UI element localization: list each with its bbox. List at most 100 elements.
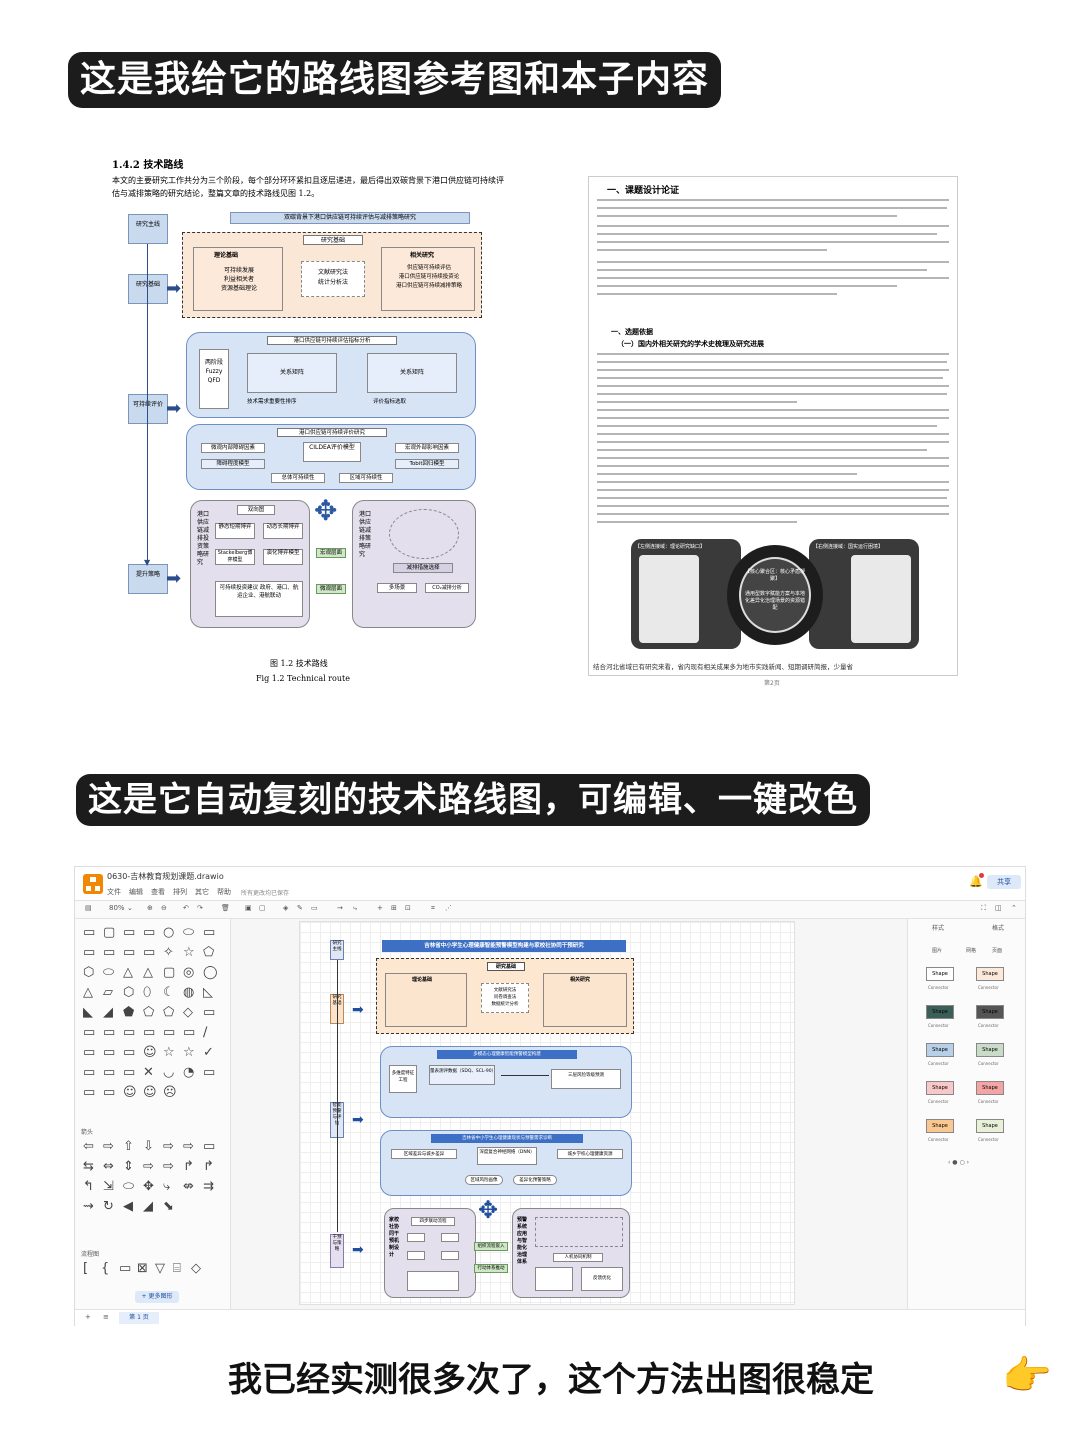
- shape-thumbnail[interactable]: ▭: [123, 945, 136, 960]
- shape-thumbnail[interactable]: ◺: [203, 985, 213, 1000]
- zoom-in-icon[interactable]: ⊕: [147, 904, 153, 912]
- level-tag[interactable]: 行动体系推动: [474, 1264, 508, 1273]
- section-arrows[interactable]: 箭头: [81, 1129, 94, 1136]
- shape-thumbnail[interactable]: ⬡: [83, 965, 95, 980]
- arrow-shape-thumbnail[interactable]: ⇝: [83, 1199, 94, 1214]
- shape-thumbnail[interactable]: ✓: [203, 1045, 214, 1060]
- flowchart-shape-thumbnail[interactable]: ◇: [191, 1261, 201, 1276]
- shape-thumbnail[interactable]: ▭: [83, 1065, 96, 1080]
- pager-dots[interactable]: ‹ ● ○ ›: [948, 1159, 969, 1166]
- arrow-shape-thumbnail[interactable]: ⇨: [163, 1159, 174, 1174]
- feature-box[interactable]: 多维度特征工程: [389, 1065, 417, 1093]
- arrow-shape-thumbnail[interactable]: ⇎: [183, 1179, 194, 1194]
- page-tab[interactable]: 第 1 页: [119, 1312, 159, 1324]
- arrow-shape-thumbnail[interactable]: ⇔: [103, 1159, 114, 1174]
- shape-thumbnail[interactable]: ▭: [203, 1005, 216, 1020]
- arrow-shape-thumbnail[interactable]: ⬭: [123, 1179, 135, 1194]
- arrow-shape-thumbnail[interactable]: ⇨: [143, 1159, 154, 1174]
- flowchart-shape-thumbnail[interactable]: ⌸: [173, 1261, 181, 1276]
- layout-icon[interactable]: ⋰: [445, 904, 452, 912]
- style-swatch[interactable]: Shape: [926, 1043, 954, 1057]
- output-box[interactable]: 三层风险等级预测: [551, 1069, 621, 1089]
- flow-box[interactable]: 反馈优化: [581, 1267, 623, 1291]
- arrow-shape-thumbnail[interactable]: ⇧: [123, 1139, 134, 1154]
- insert-icon[interactable]: +: [377, 904, 383, 912]
- redo-icon[interactable]: ↷: [197, 904, 203, 912]
- shape-thumbnail[interactable]: ◡: [163, 1065, 175, 1080]
- shape-thumbnail[interactable]: ⬠: [163, 1005, 175, 1020]
- arrow-shape-thumbnail[interactable]: ⇆: [83, 1159, 94, 1174]
- shape-thumbnail[interactable]: ▱: [103, 985, 113, 1000]
- method-box[interactable]: 文献研究法 问卷调查法 数据统计分析: [481, 983, 529, 1013]
- option-image[interactable]: 图片: [932, 948, 943, 954]
- flowchart-shape-thumbnail[interactable]: [: [83, 1261, 89, 1276]
- shape-thumbnail[interactable]: ▭: [83, 925, 96, 940]
- image-icon[interactable]: ⊡: [405, 904, 411, 912]
- shape-thumbnail[interactable]: ▭: [123, 1065, 136, 1080]
- shape-thumbnail[interactable]: ⬟: [123, 1005, 135, 1020]
- shape-thumbnail[interactable]: ⬯: [143, 985, 152, 1000]
- data-box[interactable]: 量表测评数据（SDQ、SCL-90）: [429, 1065, 496, 1085]
- shape-thumbnail[interactable]: ☺: [143, 1085, 157, 1100]
- related-research-box[interactable]: 相关研究: [543, 973, 627, 1027]
- shape-thumbnail[interactable]: ◣: [83, 1005, 93, 1020]
- arrow-shape-thumbnail[interactable]: ↱: [203, 1159, 214, 1174]
- shape-thumbnail[interactable]: ◯: [203, 965, 218, 980]
- shape-thumbnail[interactable]: ◍: [183, 985, 195, 1000]
- shape-thumbnail[interactable]: ◇: [183, 1005, 193, 1020]
- add-page-icon[interactable]: +: [85, 1313, 91, 1321]
- menu-arrange[interactable]: 排列: [173, 888, 187, 896]
- shape-thumbnail[interactable]: ▭: [83, 1045, 96, 1060]
- eval-box[interactable]: 区域差异与城乡差异: [391, 1149, 457, 1159]
- format-icon[interactable]: ⌗: [431, 904, 435, 912]
- shape-thumbnail[interactable]: ▭: [103, 1025, 116, 1040]
- tab-style[interactable]: 样式: [932, 925, 945, 932]
- shape-thumbnail[interactable]: ▭: [163, 1025, 176, 1040]
- shape-thumbnail[interactable]: ▭: [183, 1025, 196, 1040]
- shape-thumbnail[interactable]: ▭: [103, 1065, 116, 1080]
- arrow-shape-thumbnail[interactable]: ⇨: [183, 1139, 194, 1154]
- shape-thumbnail[interactable]: ∕: [203, 1025, 208, 1040]
- flow-box[interactable]: 四步联动流程: [411, 1217, 455, 1226]
- shape-thumbnail[interactable]: ⬠: [143, 1005, 155, 1020]
- flow-box[interactable]: 人机协同机制: [553, 1253, 603, 1262]
- shape-thumbnail[interactable]: ◎: [183, 965, 195, 980]
- arrow-shape-thumbnail[interactable]: ✥: [143, 1179, 154, 1194]
- share-button[interactable]: 共享: [987, 875, 1021, 889]
- arrow-shape-thumbnail[interactable]: ◢: [143, 1199, 153, 1214]
- shape-thumbnail[interactable]: ▭: [83, 945, 96, 960]
- shape-thumbnail[interactable]: ▭: [143, 925, 156, 940]
- shape-thumbnail[interactable]: ☺: [143, 1045, 157, 1060]
- bell-icon[interactable]: 🔔: [969, 875, 983, 888]
- to-back-icon[interactable]: ▢: [259, 904, 266, 912]
- flowchart-shape-thumbnail[interactable]: ⊠: [137, 1261, 148, 1276]
- shape-thumbnail[interactable]: ▭: [83, 1025, 96, 1040]
- more-shapes-button[interactable]: + 更多图形: [135, 1291, 179, 1303]
- block-title[interactable]: 研究基础: [487, 962, 525, 971]
- option-grid[interactable]: 网格: [966, 948, 977, 954]
- shape-thumbnail[interactable]: ⬭: [103, 965, 115, 980]
- theory-box[interactable]: 理论基础: [385, 973, 467, 1027]
- shape-thumbnail[interactable]: ☹: [163, 1085, 177, 1100]
- arrow-shape-thumbnail[interactable]: ⇦: [83, 1139, 94, 1154]
- shape-thumbnail[interactable]: ▢: [163, 965, 176, 980]
- arrow-shape-thumbnail[interactable]: ⬊: [163, 1199, 174, 1214]
- menu-file[interactable]: 文件: [107, 888, 121, 896]
- shape-thumbnail[interactable]: ☺: [123, 1085, 137, 1100]
- zoom-out-icon[interactable]: ⊖: [161, 904, 167, 912]
- flowchart-shape-thumbnail[interactable]: {: [101, 1261, 110, 1276]
- shape-thumbnail[interactable]: ☆: [183, 945, 195, 960]
- block-title[interactable]: 吉林省中小学生心理健康现状与预警需求诊断: [431, 1134, 583, 1143]
- shape-thumbnail[interactable]: ⬠: [203, 945, 215, 960]
- arrow-shape-thumbnail[interactable]: ↻: [103, 1199, 114, 1214]
- shape-thumbnail[interactable]: ⬡: [123, 985, 135, 1000]
- stage-label[interactable]: 干预与策略: [330, 1234, 344, 1268]
- output-pill[interactable]: 差异化预警策略: [513, 1175, 557, 1185]
- menu-edit[interactable]: 编辑: [129, 888, 143, 896]
- shape-thumbnail[interactable]: ▭: [203, 925, 216, 940]
- shape-thumbnail[interactable]: △: [143, 965, 153, 980]
- arrow-shape-thumbnail[interactable]: ⤷: [163, 1179, 171, 1194]
- style-swatch[interactable]: Shape: [976, 1005, 1004, 1019]
- shape-thumbnail[interactable]: ▭: [143, 1025, 156, 1040]
- tab-format[interactable]: 格式: [992, 925, 1005, 932]
